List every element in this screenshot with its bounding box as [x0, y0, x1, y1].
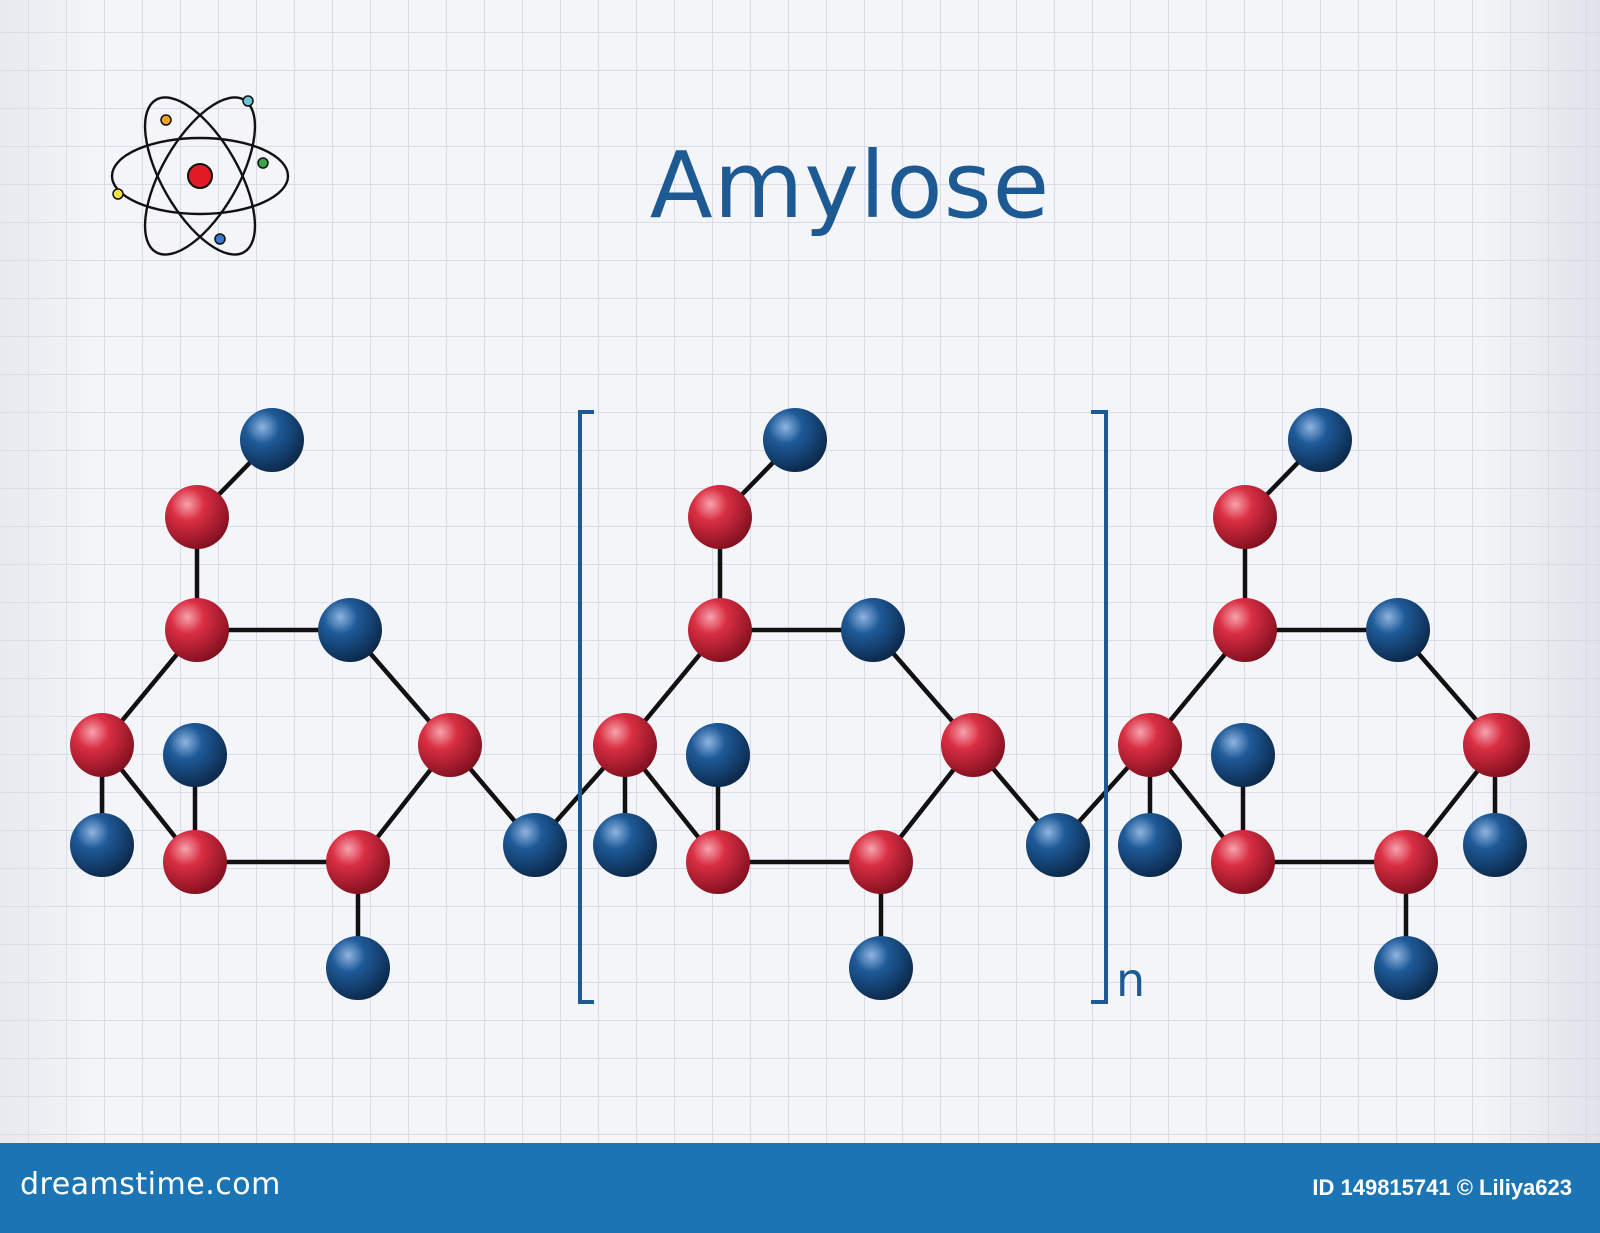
amylose-structure-diagram: n	[70, 408, 1530, 1007]
blue-atom	[240, 408, 304, 472]
red-atom	[70, 713, 134, 777]
blue-atom	[503, 813, 567, 877]
page-title: Amylose	[649, 132, 1051, 239]
red-atom	[1374, 830, 1438, 894]
red-atom	[1213, 598, 1277, 662]
red-atom	[1211, 830, 1275, 894]
blue-atom	[318, 598, 382, 662]
red-atom	[686, 830, 750, 894]
footer-brand-text: dreamstime.com	[20, 1167, 281, 1202]
blue-atom	[1463, 813, 1527, 877]
atom-icon	[110, 95, 290, 256]
blue-atom	[763, 408, 827, 472]
red-atom	[1118, 713, 1182, 777]
blue-atom	[163, 723, 227, 787]
red-atom	[688, 598, 752, 662]
footer-bar: dreamstime.com ID 149815741 © Liliya623	[0, 1143, 1600, 1233]
blue-atom	[1118, 813, 1182, 877]
red-atom	[1463, 713, 1527, 777]
red-atom	[688, 485, 752, 549]
red-atom	[165, 598, 229, 662]
blue-atom	[849, 936, 913, 1000]
red-atom	[326, 830, 390, 894]
blue-atom	[326, 936, 390, 1000]
left-bracket	[578, 410, 594, 1004]
blue-atom	[70, 813, 134, 877]
footer-image-id: ID 149815741 © Liliya623	[1312, 1175, 1572, 1200]
blue-atom	[1026, 813, 1090, 877]
repeat-subscript-n: n	[1116, 953, 1145, 1007]
blue-atom	[1366, 598, 1430, 662]
blue-atom	[1374, 936, 1438, 1000]
blue-atom	[841, 598, 905, 662]
red-atom	[165, 485, 229, 549]
atom-spheres	[70, 408, 1530, 1000]
blue-atom	[686, 723, 750, 787]
repeat-unit-brackets	[578, 410, 1108, 1004]
red-atom	[849, 830, 913, 894]
bond-lines	[99, 437, 1501, 971]
right-bracket	[1091, 410, 1108, 1004]
red-atom	[941, 713, 1005, 777]
blue-atom	[1211, 723, 1275, 787]
red-atom	[593, 713, 657, 777]
red-atom	[163, 830, 227, 894]
red-atom	[1213, 485, 1277, 549]
red-atom	[418, 713, 482, 777]
blue-atom	[593, 813, 657, 877]
blue-atom	[1288, 408, 1352, 472]
paper-edge-shading	[0, 0, 1600, 1143]
